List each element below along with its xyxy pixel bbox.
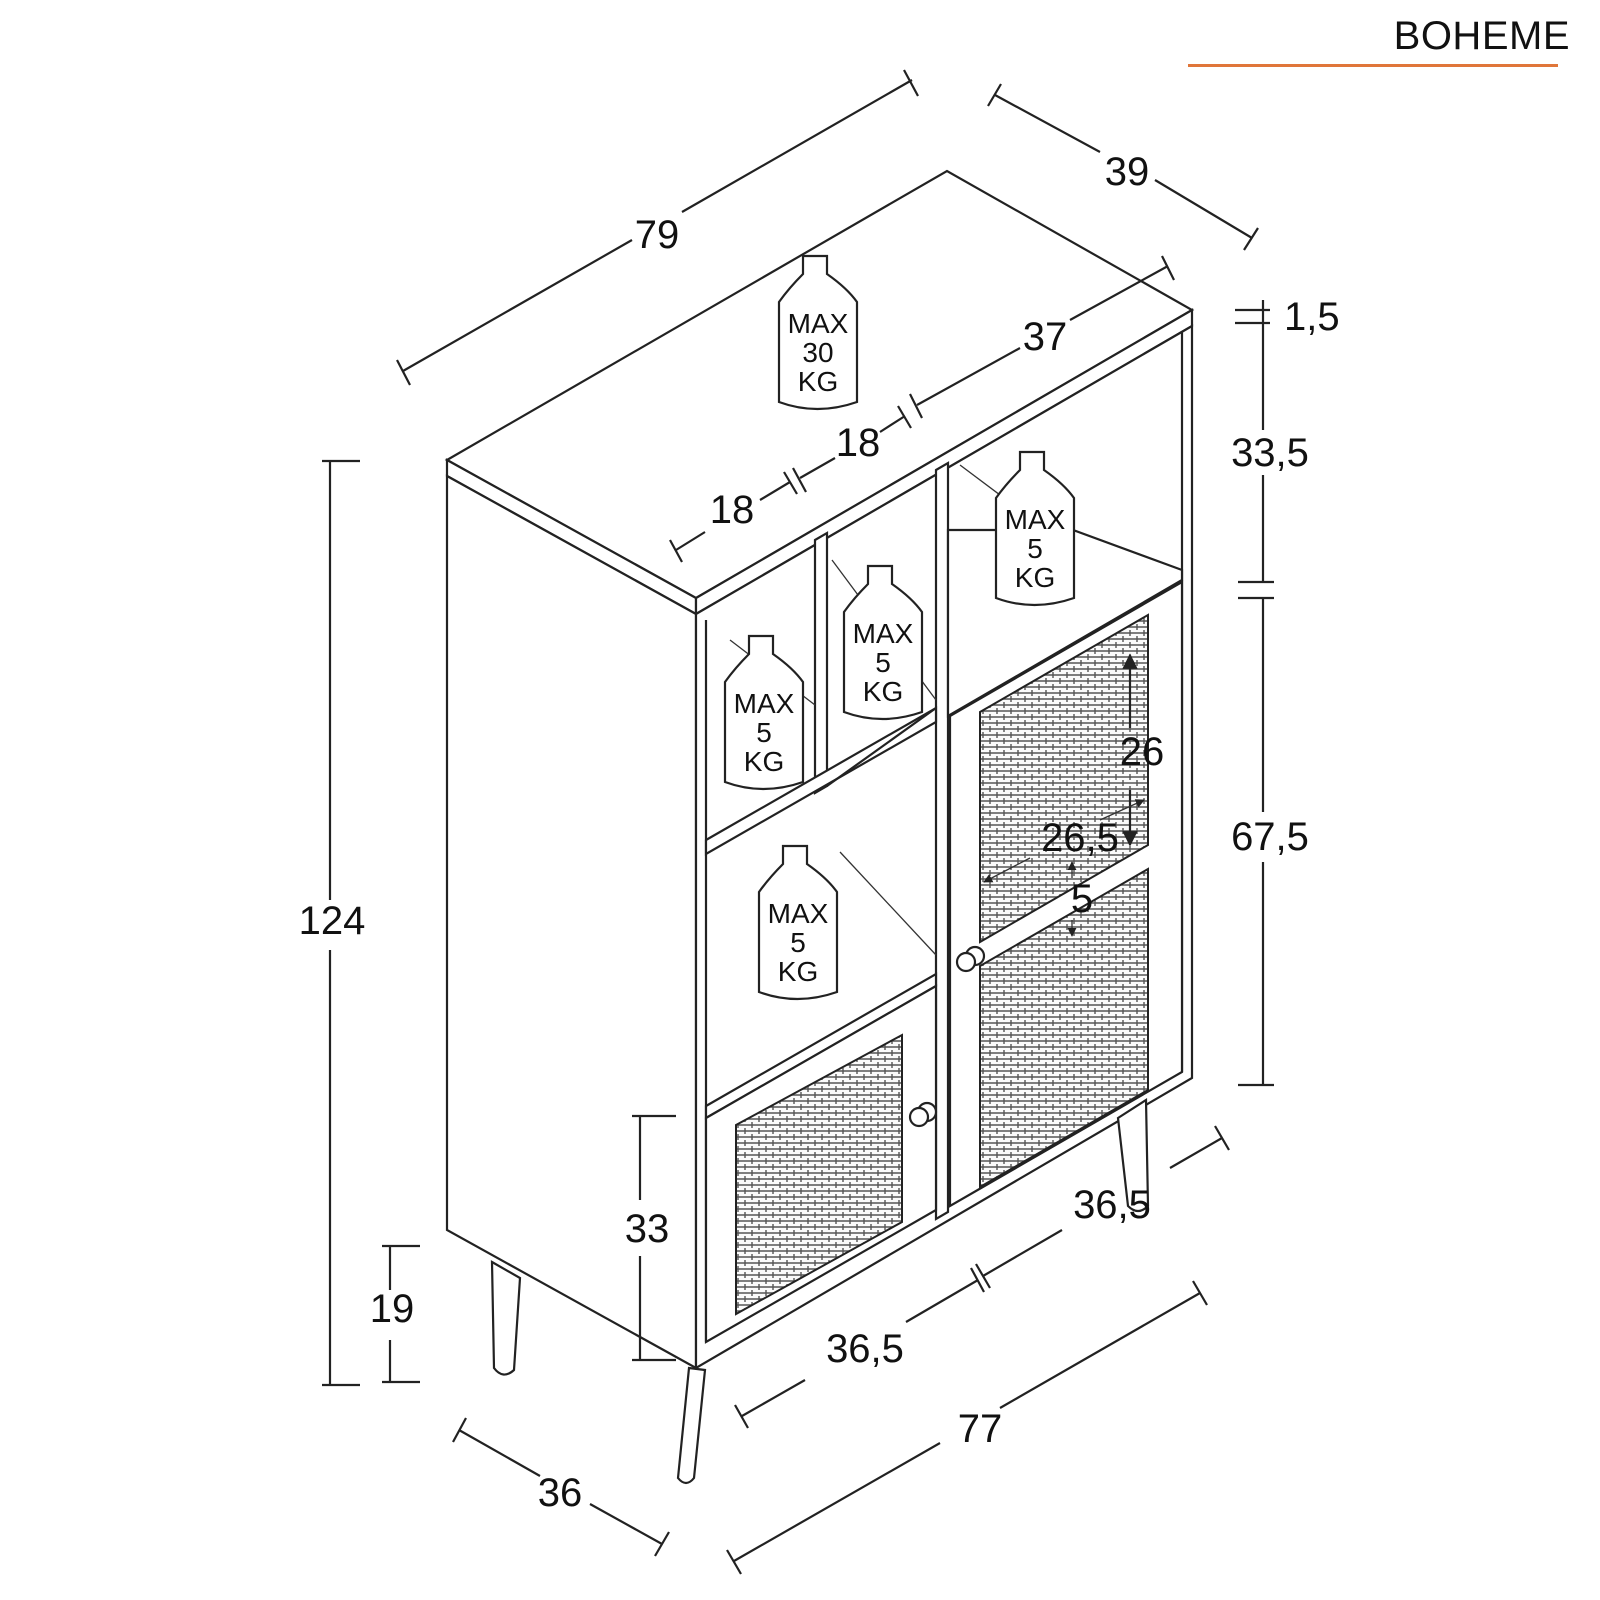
weight-niche-a-value: 5 [756,717,772,748]
leg-front-right [1116,1098,1150,1213]
dim-niche-right: 18 [836,421,881,465]
brand-underline [1188,64,1558,67]
weight-niche-c-max: MAX [853,618,914,649]
dimension-lines [322,69,1274,1575]
weight-top-max: MAX [788,308,849,339]
small-door[interactable] [704,984,938,1344]
dim-top-thickness: 1,5 [1284,295,1340,339]
central-divider [934,461,950,1221]
small-divider [813,531,829,795]
dim-inner-depth: 37 [1023,315,1068,359]
weight-top-value: 30 [802,337,833,368]
weight-niche-b-value: 5 [790,927,806,958]
dim-width-bottom: 77 [958,1407,1003,1451]
dimension-labels: 79 39 37 18 18 1,5 33,5 67,5 26 26,5 5 1… [299,150,1340,1515]
weight-niche-b-max: MAX [768,898,829,929]
weight-niche-d-max: MAX [1005,504,1066,535]
weight-top-unit: KG [798,366,838,397]
weight-niche-d-value: 5 [1027,533,1043,564]
small-door-rattan [735,1033,903,1316]
dim-small-door-width: 36,5 [826,1327,904,1371]
dim-mesh-height: 26 [1120,730,1165,774]
dim-door-height: 67,5 [1231,815,1309,859]
weight-niche-c-value: 5 [875,647,891,678]
weight-niche-c-unit: KG [863,676,903,707]
weight-niche-a-max: MAX [734,688,795,719]
dim-total-height: 124 [299,899,366,943]
shelf-left-middle [704,706,938,856]
leg-back-left [490,1260,522,1376]
cabinet-legs [490,1098,1150,1485]
weight-bottle-niche-lower: MAX 5 KG [757,844,839,1001]
dim-depth-bottom: 36 [538,1471,583,1515]
weight-niche-b-unit: KG [778,956,818,987]
big-door-rattan-lower [979,867,1149,1189]
dim-mesh-width: 26,5 [1041,816,1119,860]
weight-bottle-niche-middle: MAX 5 KG [842,564,924,721]
dim-small-door-height: 33 [625,1207,670,1251]
brand-name: BOHEME [1393,14,1570,58]
dim-depth-top: 39 [1105,150,1150,194]
weight-bottle-niche-left: MAX 5 KG [723,634,805,791]
weight-niche-d-unit: KG [1015,562,1055,593]
weight-niche-a-unit: KG [744,746,784,777]
dim-upper-niche-height: 33,5 [1231,431,1309,475]
dim-mesh-gap: 5 [1071,877,1093,921]
dim-niche-left: 18 [710,488,755,532]
dim-width-top: 79 [635,213,680,257]
weight-bottle-top: MAX 30 KG [777,254,859,411]
weight-bottle-niche-right: MAX 5 KG [994,450,1076,607]
dim-big-door-width: 36,5 [1073,1183,1151,1227]
dim-leg-height: 19 [370,1287,415,1331]
leg-front-left [676,1366,707,1485]
